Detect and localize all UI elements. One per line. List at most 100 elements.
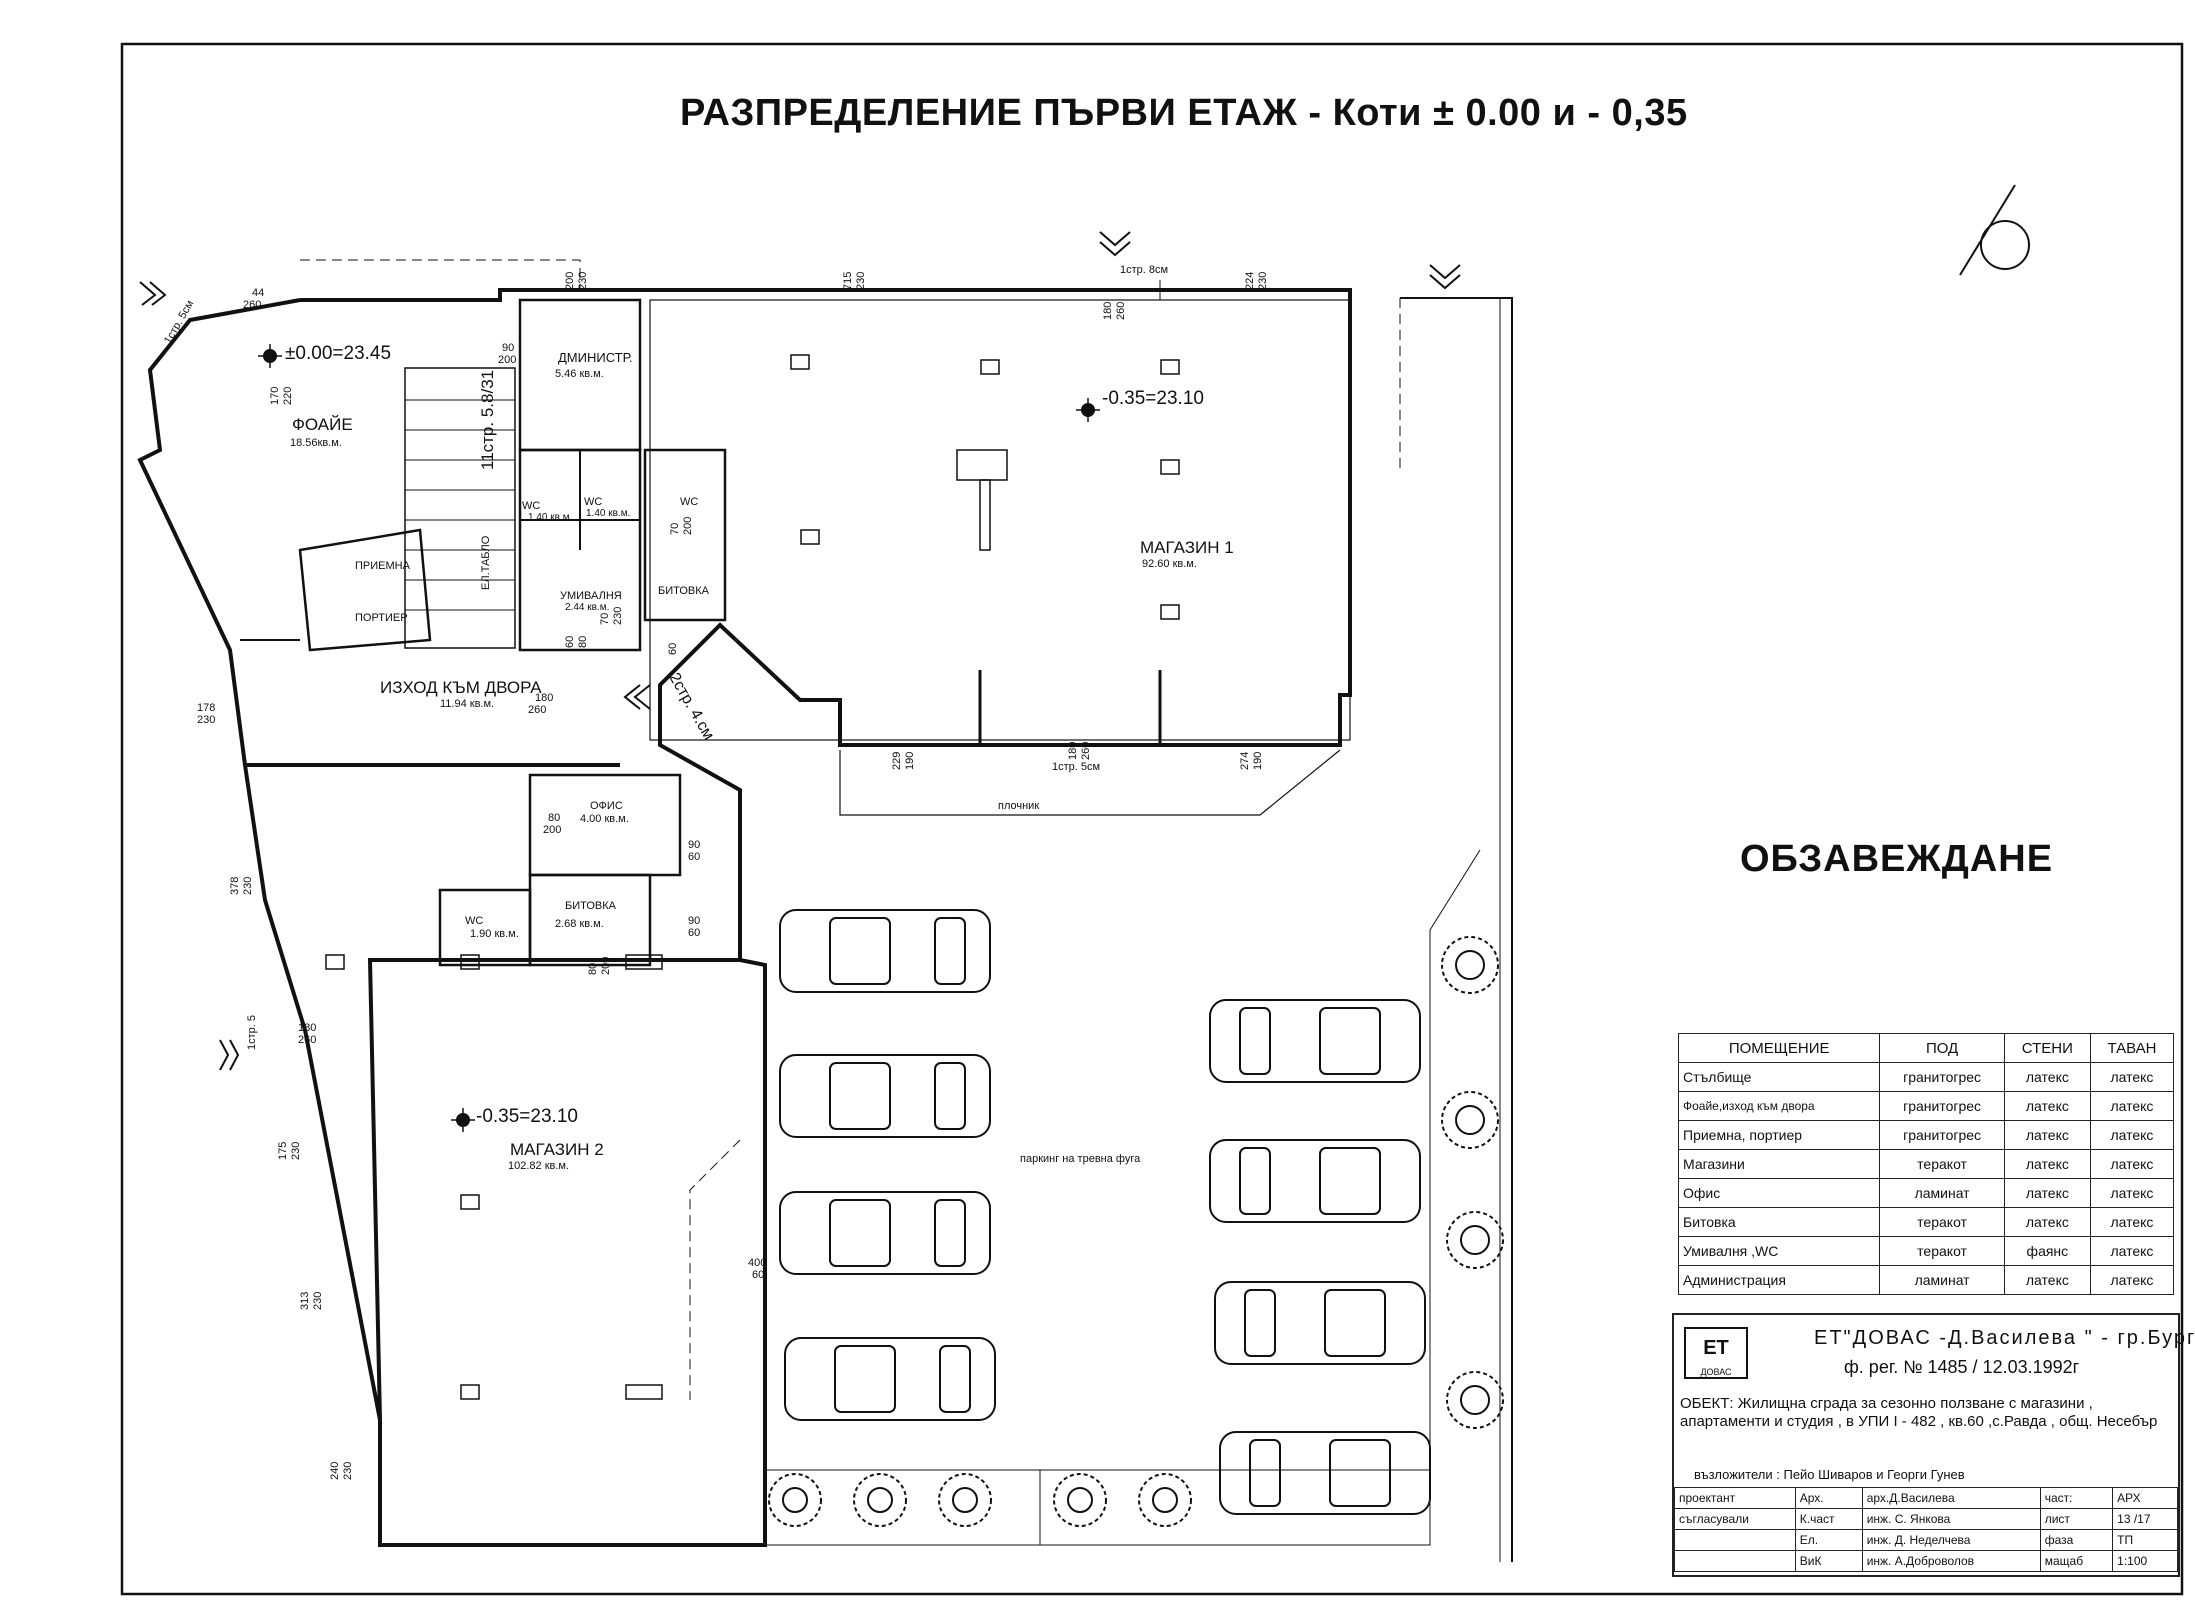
dim-label: 224	[1244, 271, 1256, 290]
plot-boundary	[1400, 297, 1513, 1562]
dim-label: 190	[904, 751, 916, 770]
finishes-cell: латекс	[2003, 1265, 2091, 1295]
dim-label: 230	[312, 1291, 324, 1310]
dim-label: 44	[252, 287, 265, 299]
building-outline	[137, 288, 1352, 1547]
dim-label: 260	[1115, 301, 1127, 320]
drawing-subtitle: ОБЗАВЕЖДАНЕ	[1740, 838, 2054, 880]
dim-label: 200	[564, 271, 576, 290]
room-wc4-area: 1.90 кв.м.	[470, 928, 519, 940]
ramp2-label: 1стр. 5см	[1052, 761, 1101, 773]
dim-label: 378	[229, 876, 241, 895]
dim-label: 230	[242, 876, 254, 895]
tb-cell: ВиК	[1794, 1550, 1863, 1572]
paving-label: плочник	[998, 800, 1040, 812]
dim-label: 229	[891, 751, 903, 770]
dim-label: 200	[600, 956, 612, 975]
finishes-header: СТЕНИ	[2003, 1033, 2091, 1063]
room-wc2-area: 1.40 кв.м.	[586, 508, 631, 519]
room-reception-name: ПРИЕМНА	[355, 560, 410, 572]
car	[779, 1191, 991, 1275]
stair-label: 11стр. 5.8/31	[478, 369, 497, 470]
dim-label: 90	[688, 839, 701, 851]
room-wc2-name: WC	[584, 496, 603, 508]
tb-cell: съгласували	[1674, 1508, 1796, 1530]
firm-name: ЕТ"ДОВАС -Д.Василева " - гр.Бургас	[1814, 1327, 2195, 1349]
tb-cell: инж. Д. Неделчева	[1861, 1529, 2041, 1551]
finishes-cell: латекс	[2089, 1120, 2175, 1150]
finishes-cell: латекс	[2089, 1207, 2175, 1237]
finishes-cell: латекс	[2089, 1091, 2175, 1121]
finishes-cell: латекс	[2089, 1265, 2175, 1295]
tb-cell: Арх.	[1794, 1487, 1863, 1509]
car	[1219, 1431, 1431, 1515]
dim-label: 80	[577, 635, 589, 648]
dim-label: 230	[290, 1141, 302, 1160]
finishes-header: ПОД	[1879, 1033, 2005, 1063]
tb-cell: К.част	[1794, 1508, 1863, 1530]
room-storage2-name: БИТОВКА	[565, 900, 616, 912]
dim-label: 175	[277, 1141, 289, 1160]
room-wc4-name: WC	[465, 915, 484, 927]
dim-label: 220	[282, 386, 294, 405]
finishes-cell: гранитогрес	[1879, 1120, 2005, 1150]
room-storage1-name: БИТОВКА	[658, 585, 709, 597]
finishes-cell: латекс	[2003, 1178, 2091, 1208]
ramp4-label: 1стр. 5	[246, 1014, 258, 1050]
room-wc1-area: 1.40 кв.м.	[528, 512, 573, 523]
finishes-cell: латекс	[2003, 1091, 2091, 1121]
finishes-cell: латекс	[2089, 1178, 2175, 1208]
dim-label: 313	[299, 1291, 311, 1310]
room-exit-yard-area: 11.94 кв.м.	[440, 698, 495, 710]
room-exit-yard-name: ИЗХОД КЪМ ДВОРА	[380, 678, 542, 697]
tb-cell	[1674, 1550, 1796, 1572]
ramp1-label: 1стр. 8см	[1120, 264, 1169, 276]
level-foyer: ±0.00=23.45	[285, 343, 392, 364]
room-storage2-area: 2.68 кв.м.	[555, 918, 604, 930]
dim-label: 80	[587, 962, 599, 975]
tb-cell: мащаб	[2039, 1550, 2114, 1572]
car	[779, 909, 991, 993]
finishes-cell: латекс	[2003, 1120, 2091, 1150]
car	[1209, 1139, 1421, 1223]
finishes-cell: Администрация	[1677, 1265, 1881, 1295]
room-washroom-area: 2.44 кв.м.	[565, 602, 610, 613]
room-porter-name: ПОРТИЕР	[355, 612, 408, 624]
dim-label: 230	[577, 271, 589, 290]
room-shop2-name: МАГАЗИН 2	[510, 1140, 604, 1159]
parked-cars	[779, 909, 1431, 1515]
finishes-cell: латекс	[2003, 1207, 2091, 1237]
firm-registration: ф. рег. № 1485 / 12.03.1992г	[1844, 1357, 2080, 1377]
finishes-cell: гранитогрес	[1879, 1062, 2005, 1092]
dim-label: 60	[688, 851, 701, 863]
dim-label: 400	[748, 1257, 767, 1269]
car	[1214, 1281, 1426, 1365]
dim-label: 80	[548, 812, 561, 824]
dim-label: 60	[752, 1269, 765, 1281]
dim-label: 70	[669, 522, 681, 535]
room-shop1-name: МАГАЗИН 1	[1140, 538, 1234, 557]
dim-label: 180	[1067, 741, 1079, 760]
dim-label: 274	[1239, 751, 1251, 770]
dim-label: 180	[1102, 301, 1114, 320]
finishes-cell: латекс	[2089, 1062, 2175, 1092]
finishes-header: ПОМЕЩЕНИЕ	[1677, 1033, 1881, 1063]
finishes-cell: латекс	[2003, 1149, 2091, 1179]
tb-cell: фаза	[2039, 1529, 2114, 1551]
dim-label: 230	[855, 271, 867, 290]
dim-label: 60	[564, 635, 576, 648]
light-fixtures	[325, 354, 1180, 1400]
finishes-cell: теракот	[1879, 1236, 2005, 1266]
level-shop1: -0.35=23.10	[1102, 388, 1204, 409]
dim-label: 70	[599, 612, 611, 625]
dim-label: 180	[535, 692, 554, 704]
tb-cell: лист	[2039, 1508, 2114, 1530]
finishes-cell: теракот	[1879, 1207, 2005, 1237]
